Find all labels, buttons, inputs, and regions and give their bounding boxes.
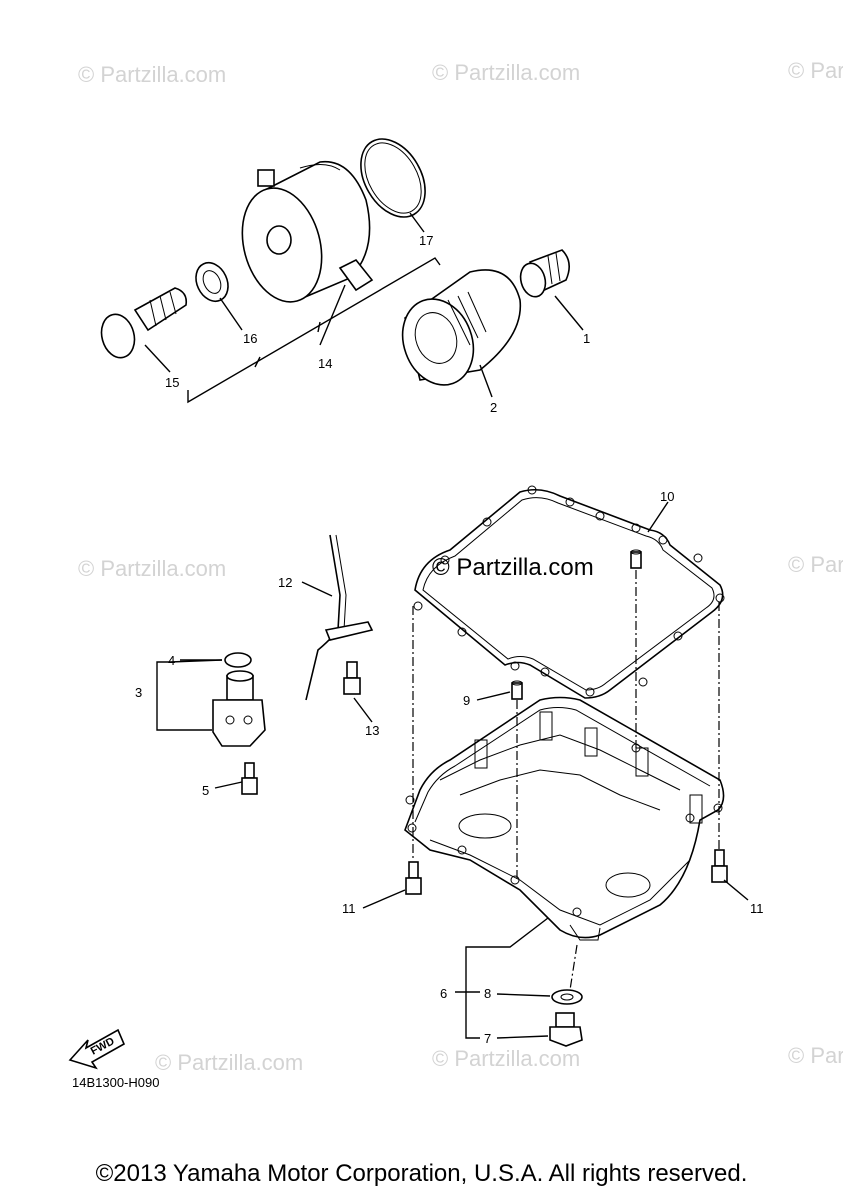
assembly-dash-lines bbox=[412, 570, 720, 991]
part-11-bolt-right[interactable] bbox=[711, 849, 728, 883]
callout-1[interactable]: 1 bbox=[583, 331, 590, 346]
watermark-top-right: © Partzilla.com bbox=[788, 58, 843, 83]
callout-13[interactable]: 13 bbox=[365, 723, 379, 738]
callout-8[interactable]: 8 bbox=[484, 986, 491, 1001]
callout-15[interactable]: 15 bbox=[165, 375, 179, 390]
callout-14[interactable]: 14 bbox=[318, 356, 332, 371]
callout-5[interactable]: 5 bbox=[202, 783, 209, 798]
part-7-drain-bolt[interactable] bbox=[549, 1012, 583, 1047]
watermark-overlay: © Partzilla.com bbox=[432, 554, 594, 581]
part-4-o-ring[interactable] bbox=[224, 652, 252, 668]
watermark-top-left: © Partzilla.com bbox=[78, 62, 226, 87]
bottom-leader-lines bbox=[156, 501, 749, 1039]
part-13-bolt[interactable] bbox=[343, 661, 361, 695]
callout-11-right[interactable]: 11 bbox=[750, 901, 764, 916]
callout-16[interactable]: 16 bbox=[243, 331, 257, 346]
part-14-oil-cooler[interactable] bbox=[230, 160, 374, 311]
part-6-oil-pan[interactable] bbox=[404, 696, 725, 941]
callout-17[interactable]: 17 bbox=[419, 233, 433, 248]
watermark-bottom-right: © Partzilla.com bbox=[788, 1043, 843, 1068]
part-10-gasket[interactable] bbox=[413, 485, 725, 699]
copyright-footer: ©2013 Yamaha Motor Corporation, U.S.A. A… bbox=[95, 1160, 748, 1187]
fwd-arrow-icon: FWD bbox=[68, 1028, 126, 1070]
part-1-stud[interactable] bbox=[517, 249, 570, 300]
watermark-top-center: © Partzilla.com bbox=[432, 60, 580, 85]
callout-10[interactable]: 10 bbox=[660, 489, 674, 504]
part-11-bolt-left[interactable] bbox=[405, 861, 422, 895]
part-8-washer[interactable] bbox=[551, 989, 583, 1005]
callout-9[interactable]: 9 bbox=[463, 693, 470, 708]
part-9-dowel-pin[interactable] bbox=[511, 680, 523, 700]
callout-numbers: 1 2 3 4 5 6 7 8 9 10 11 11 12 13 14 15 1… bbox=[135, 233, 764, 1046]
watermark-bottom-left: © Partzilla.com bbox=[155, 1050, 303, 1075]
watermark-mid-right: © Partzilla.com bbox=[788, 552, 843, 577]
part-2-oil-filter[interactable] bbox=[391, 269, 522, 395]
watermark-mid-left: © Partzilla.com bbox=[78, 556, 226, 581]
part-12-pipe[interactable] bbox=[305, 534, 374, 701]
callout-4[interactable]: 4 bbox=[168, 653, 175, 668]
callout-6[interactable]: 6 bbox=[440, 986, 447, 1001]
part-15-union-bolt[interactable] bbox=[97, 287, 188, 361]
part-5-bolt[interactable] bbox=[241, 762, 258, 795]
part-3-valve-assembly[interactable] bbox=[212, 670, 266, 747]
callout-7[interactable]: 7 bbox=[484, 1031, 491, 1046]
top-leader-lines bbox=[144, 212, 584, 404]
callout-12[interactable]: 12 bbox=[278, 575, 292, 590]
callout-11-left[interactable]: 11 bbox=[342, 901, 356, 916]
part-9-dowel-pin-2[interactable] bbox=[630, 549, 642, 569]
watermarks: © Partzilla.com © Partzilla.com © Partzi… bbox=[78, 58, 843, 1075]
callout-3[interactable]: 3 bbox=[135, 685, 142, 700]
reference-code: 14B1300-H090 bbox=[72, 1075, 159, 1090]
callout-2[interactable]: 2 bbox=[490, 400, 497, 415]
oil-pan-diagram: © Partzilla.com © Partzilla.com © Partzi… bbox=[68, 58, 843, 1090]
watermark-bottom-center: © Partzilla.com bbox=[432, 1046, 580, 1071]
part-16-washer[interactable] bbox=[190, 258, 234, 307]
part-17-o-ring[interactable] bbox=[348, 128, 438, 229]
